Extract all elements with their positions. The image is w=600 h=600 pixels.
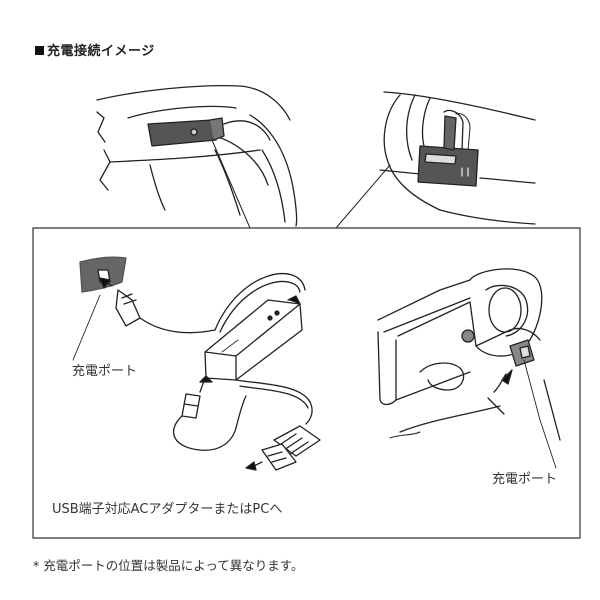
micro-usb-plug-bottom: [172, 375, 247, 451]
top-left-bike-illustration: [96, 84, 298, 227]
top-left-charging-unit: [147, 117, 225, 147]
detail-frame: [32, 227, 581, 539]
heading-square-icon: [35, 46, 44, 55]
top-right-charging-unit: [417, 115, 479, 187]
usb-destination-label: USB端子対応ACアダプターまたはPCへ: [52, 502, 283, 517]
footnote: * 充電ポートの位置は製品によって異なります。: [33, 558, 304, 573]
micro-usb-plug-top: [99, 277, 216, 334]
section-heading: 充電接続イメージ: [35, 40, 155, 59]
left-label-leader: [72, 294, 101, 361]
charger-cable-loop: [214, 273, 306, 333]
charge-port-label-left: 充電ポート: [72, 364, 138, 379]
usb-a-plug: [245, 425, 321, 471]
heading-text: 充電接続イメージ: [47, 44, 155, 59]
usb-a-cable: [235, 379, 313, 425]
charger-box: [204, 295, 303, 381]
right-frame-closeup: [377, 268, 561, 469]
charge-port-label-right: 充電ポート: [492, 472, 558, 487]
